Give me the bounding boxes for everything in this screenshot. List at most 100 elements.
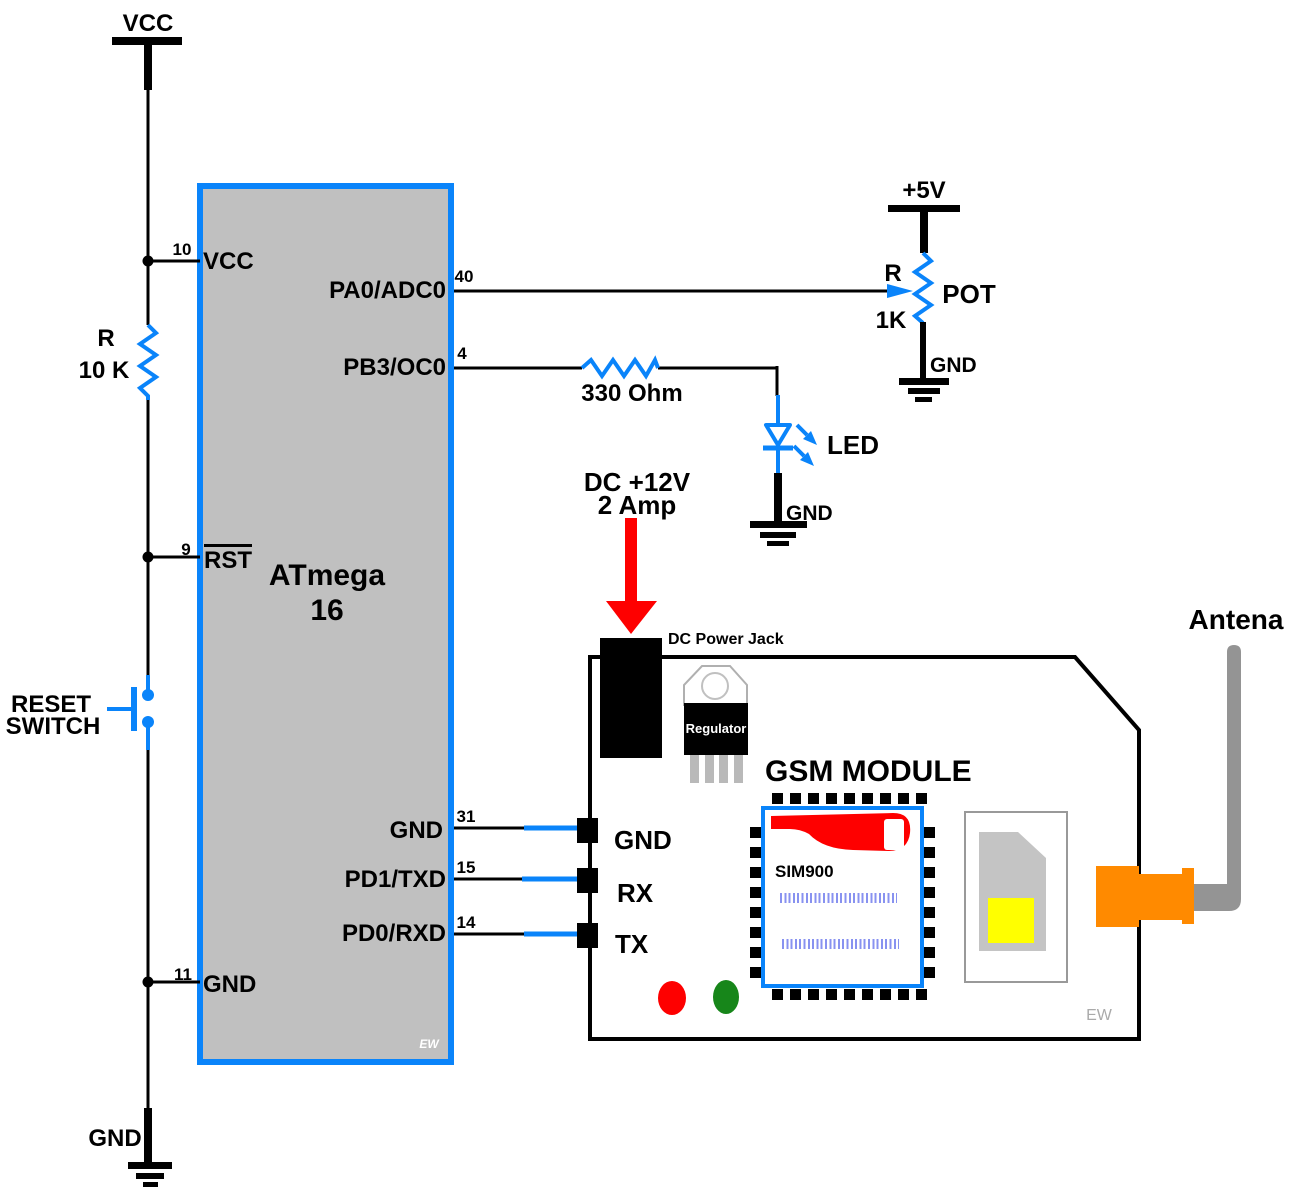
mcu-pin-rst-label: RST xyxy=(204,544,252,573)
left-rail-wires xyxy=(146,88,200,1112)
sim900-pad xyxy=(880,989,891,1000)
mcu-name-line1: ATmega xyxy=(268,559,386,592)
mcu-pin-pd0-label: PD0/RXD xyxy=(341,920,446,947)
sim900-pad xyxy=(826,989,837,1000)
sim900-pad xyxy=(924,847,935,858)
sim900-pad xyxy=(790,793,801,804)
vcc-top-label: VCC xyxy=(122,10,174,37)
pin-num-11: 11 xyxy=(174,965,192,984)
junction-dot xyxy=(142,255,154,267)
sim900-pad xyxy=(862,989,873,1000)
pot-value-label: 1K xyxy=(875,307,907,334)
sim900-pad xyxy=(924,907,935,918)
led-icon xyxy=(763,395,817,474)
pin-num-40: 40 xyxy=(454,267,474,286)
dc-supply-label2: 2 Amp xyxy=(597,490,677,520)
serial-wires-blue xyxy=(522,825,577,937)
sim900-pad xyxy=(924,967,935,978)
plus5v-symbol xyxy=(888,205,960,253)
dc-supply-label1: DC +12V xyxy=(583,467,691,497)
pot-ref-label: R xyxy=(884,260,902,287)
reset-switch-label2: SWITCH xyxy=(5,713,101,740)
sim900-pad xyxy=(924,927,935,938)
pin-num-4: 4 xyxy=(457,344,467,363)
mcu-body xyxy=(197,183,454,1065)
sim900-pad xyxy=(844,793,855,804)
sim900-pad xyxy=(924,947,935,958)
mcu-pin-gnd31-label: GND xyxy=(389,817,443,844)
sim900-pad xyxy=(750,907,761,918)
status-led-green xyxy=(713,980,739,1014)
pot-wiper-arrow-icon xyxy=(887,284,913,298)
sim900-label: SIM900 xyxy=(775,862,834,881)
sim900-pad xyxy=(924,867,935,878)
gnd-header-block xyxy=(577,818,598,843)
pot-gnd-label: GND xyxy=(930,354,977,377)
led-gnd-wire xyxy=(774,473,782,523)
gsm-pin-rx-label: RX xyxy=(617,878,654,908)
antenna-connector-icon xyxy=(1096,866,1194,927)
ground-icon xyxy=(750,521,807,546)
sim900-pad xyxy=(750,827,761,838)
sim900-pad xyxy=(808,989,819,1000)
resistor-330-label: 330 Ohm xyxy=(581,380,683,407)
resistor-330-icon xyxy=(580,355,660,380)
sim900-pad xyxy=(924,827,935,838)
sim900-pad xyxy=(844,989,855,1000)
tx-header-block xyxy=(577,923,598,948)
mcu-pin-pa0-label: PA0/ADC0 xyxy=(329,277,446,304)
sim900-logo-icon xyxy=(771,813,911,851)
led-gnd-label: GND xyxy=(786,502,833,525)
sim900-pad xyxy=(898,989,909,1000)
junction-dot xyxy=(142,551,154,563)
sim-card-holder xyxy=(964,811,1068,983)
sim900-pads xyxy=(750,793,935,1000)
ground-icon xyxy=(128,1108,172,1187)
sim900-pad xyxy=(750,887,761,898)
sim900-pad xyxy=(750,847,761,858)
dc-power-jack-label: DC Power Jack xyxy=(668,631,784,648)
ground-icon xyxy=(899,378,949,402)
pin-num-10: 10 xyxy=(172,240,192,259)
sim900-pad xyxy=(790,989,801,1000)
rx-header-block xyxy=(577,868,598,893)
sim900-pad xyxy=(750,867,761,878)
sim900-pad xyxy=(862,793,873,804)
pin-num-31: 31 xyxy=(456,807,476,826)
mcu-watermark: EW xyxy=(419,1037,439,1051)
pin-num-14: 14 xyxy=(456,913,476,932)
gsm-pin-tx-label: TX xyxy=(615,929,649,959)
sim900-pad xyxy=(772,793,783,804)
mcu-name-line2: 16 xyxy=(310,594,344,627)
sim900-pad xyxy=(924,887,935,898)
antenna-icon xyxy=(1194,645,1241,911)
sim900-tick-row xyxy=(782,939,899,949)
dc-power-jack xyxy=(600,638,662,758)
sim900-pad xyxy=(750,947,761,958)
resistor-10k-icon xyxy=(136,323,160,400)
pot-name-label: POT xyxy=(942,279,996,309)
mcu-pin-pd1-label: PD1/TXD xyxy=(344,866,446,893)
sim900-pad xyxy=(808,793,819,804)
regulator-label: Regulator xyxy=(685,721,747,736)
sim900-pad xyxy=(750,927,761,938)
potentiometer-icon xyxy=(911,251,935,325)
dc-supply-arrow-icon xyxy=(606,518,657,634)
gsm-module-title: GSM MODULE xyxy=(765,755,972,788)
sim-contact-pad xyxy=(988,898,1034,943)
antenna-label: Antena xyxy=(1188,604,1284,635)
sim900-pad xyxy=(880,793,891,804)
sim900-pad xyxy=(916,989,927,1000)
resistor-value-label: 10 K xyxy=(78,357,130,384)
gsm-watermark: EW xyxy=(1086,1007,1112,1024)
sim900-pad xyxy=(916,793,927,804)
resistor-ref-label: R xyxy=(97,325,115,352)
junction-dot xyxy=(142,976,154,988)
status-led-red xyxy=(658,981,686,1015)
plus5v-label: +5V xyxy=(902,177,946,204)
pin-num-15: 15 xyxy=(456,858,476,877)
sim900-pad xyxy=(750,967,761,978)
sim900-pad xyxy=(826,793,837,804)
